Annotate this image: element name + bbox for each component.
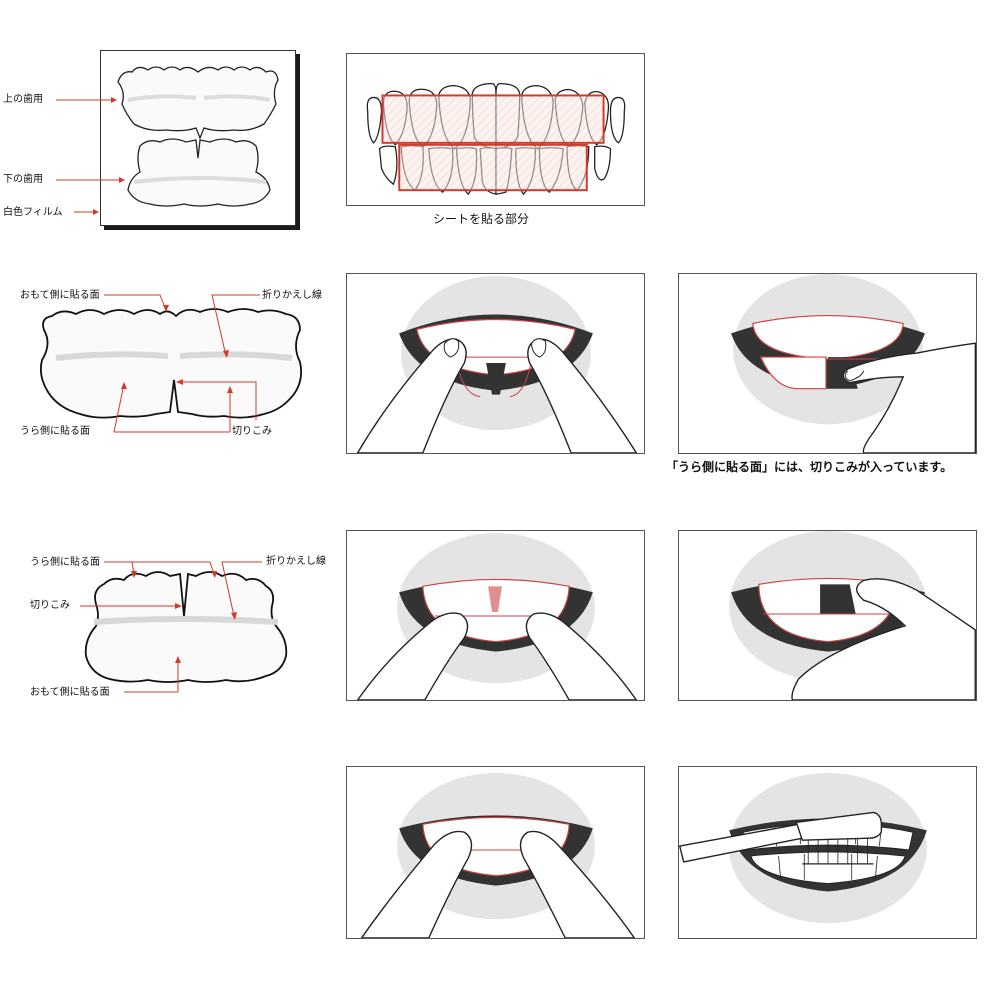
lower-fold-illustration — [729, 531, 976, 700]
fold-line-label: 折りかえし線 — [262, 290, 322, 301]
mouth-panel-toothbrush — [678, 766, 977, 939]
fold-line-label-lower: 折りかえし線 — [266, 556, 326, 567]
notch-note: 「うら側に貼る面」には、切りこみが入っています。 — [666, 460, 953, 474]
mouth-panel-lower-fingers — [346, 530, 645, 701]
white-film-label: 白色フィルム — [3, 207, 63, 218]
teeth-panel — [346, 53, 645, 206]
front-face-label-lower: おもて側に貼る面 — [30, 687, 110, 698]
strip-diagram-lower — [80, 561, 288, 693]
notch-label-lower: 切りこみ — [30, 600, 70, 611]
front-face-label: おもて側に貼る面 — [20, 290, 100, 301]
notch-label: 切りこみ — [232, 426, 272, 437]
toothbrush-illustration — [679, 772, 927, 924]
back-face-label-lower: うら側に貼る面 — [30, 557, 100, 568]
teeth-caption: シートを貼る部分 — [433, 212, 530, 226]
upper-teeth-label: 上の歯用 — [3, 94, 43, 105]
lower-teeth-label: 下の歯用 — [3, 174, 43, 185]
teeth-illustration — [366, 82, 626, 196]
final-press-illustration — [360, 772, 636, 938]
upper-apply-illustration — [356, 275, 638, 453]
film-strips-illustration — [117, 66, 279, 207]
lower-strip-large — [84, 571, 288, 683]
mouth-panel-lower-fold — [678, 530, 977, 701]
strip-diagram-upper — [39, 294, 303, 433]
toothbrush-head — [795, 811, 883, 841]
mouth-panel-upper-fingers — [346, 273, 645, 454]
upper-fold-illustration — [731, 274, 976, 453]
upper-sheet-area — [381, 94, 605, 144]
lower-strip — [127, 138, 271, 207]
mouth-panel-final-press — [346, 766, 645, 939]
upper-strip — [117, 66, 279, 140]
upper-strip-large — [39, 308, 303, 419]
back-face-label: うら側に貼る面 — [20, 426, 90, 437]
mouth-panel-upper-fold — [678, 273, 977, 454]
film-card — [100, 50, 300, 230]
lower-apply-illustration — [356, 532, 638, 700]
lower-sheet-area — [398, 143, 588, 192]
